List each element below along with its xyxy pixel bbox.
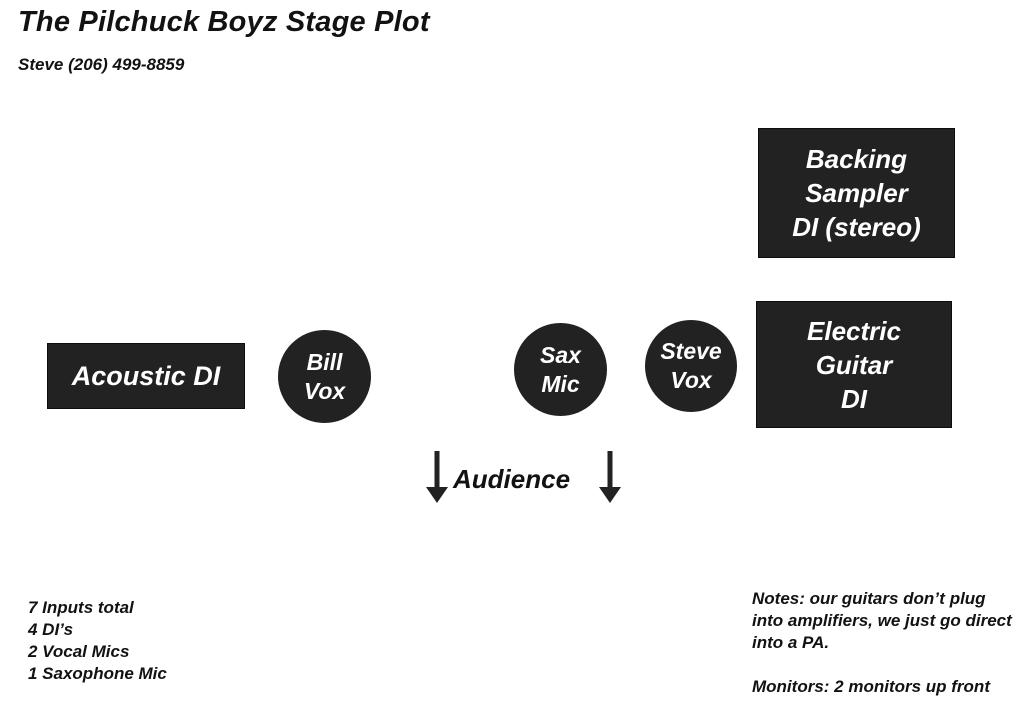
page-title: The Pilchuck Boyz Stage Plot bbox=[18, 6, 430, 38]
inputs-summary-list: 7 Inputs total 4 DI’s 2 Vocal Mics 1 Sax… bbox=[28, 597, 167, 685]
notes-guitars: Notes: our guitars don’t plug into ampli… bbox=[752, 589, 1012, 652]
notes-monitors: Monitors: 2 monitors up front bbox=[752, 677, 990, 696]
stage-box-backing-sampler-di: Backing Sampler DI (stereo) bbox=[758, 128, 955, 258]
down-arrow-icon bbox=[426, 451, 448, 503]
inputs-summary-line: 2 Vocal Mics bbox=[28, 642, 130, 661]
notes-block: Notes: our guitars don’t plug into ampli… bbox=[752, 588, 1024, 698]
down-arrow-icon bbox=[599, 451, 621, 503]
audience-label: Audience bbox=[453, 464, 571, 494]
stage-circle-sax-mic: Sax Mic bbox=[514, 323, 607, 416]
inputs-summary-line: 7 Inputs total bbox=[28, 598, 134, 617]
stage-box-acoustic-di: Acoustic DI bbox=[47, 343, 245, 409]
contact-info: Steve (206) 499-8859 bbox=[18, 55, 185, 74]
stage-circle-bill-vox-mic: Bill Vox bbox=[278, 330, 371, 423]
inputs-summary-line: 4 DI’s bbox=[28, 620, 74, 639]
stage-box-electric-guitar-di: Electric Guitar DI bbox=[756, 301, 952, 428]
inputs-summary-line: 1 Saxophone Mic bbox=[28, 664, 167, 683]
stage-circle-steve-vox-mic: Steve Vox bbox=[645, 320, 737, 412]
